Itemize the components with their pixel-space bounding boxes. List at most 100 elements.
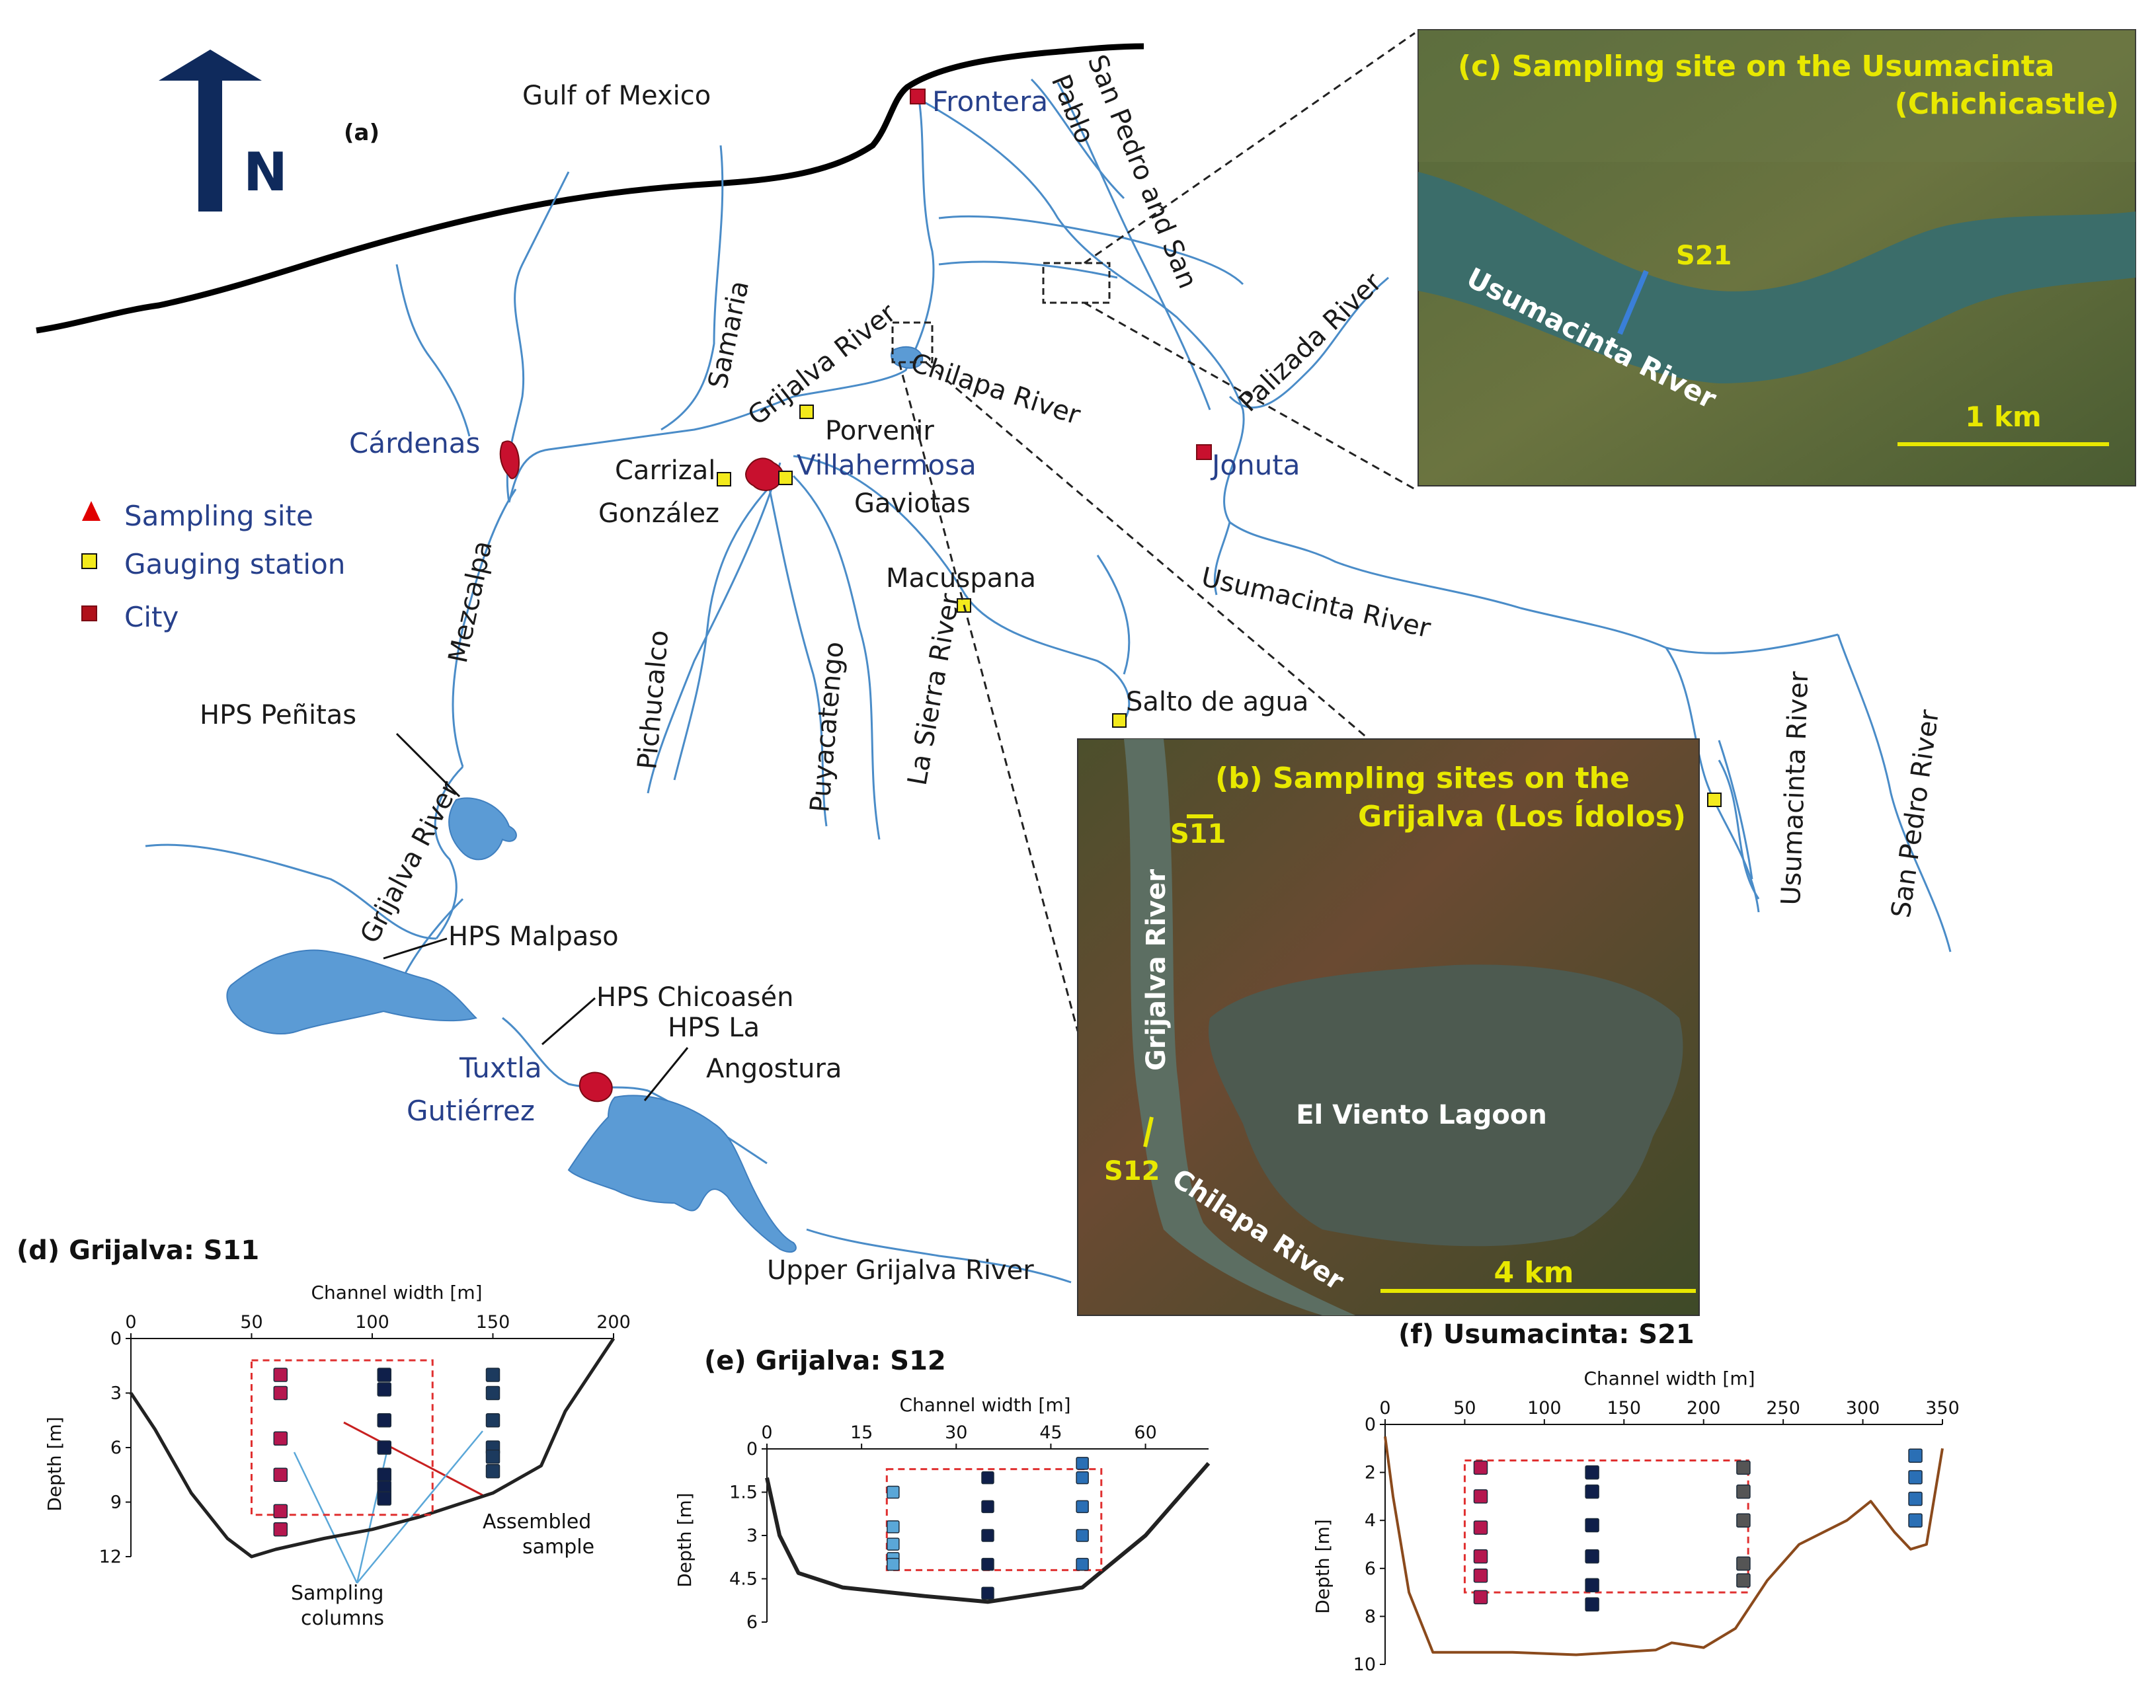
label-tuxtla-2: Gutiérrez <box>407 1095 535 1127</box>
leader-angostura <box>643 1047 689 1101</box>
chart-f-y-tick-label: 2 <box>1365 1463 1376 1483</box>
chart-d-x-tick-label: 0 <box>125 1312 136 1333</box>
leader-chicoasen <box>541 997 596 1046</box>
chart-f-sample-point-s3 <box>1736 1556 1751 1571</box>
label-palizada: Palizada River <box>1233 267 1388 418</box>
chart-d: (d) Grijalva: S11 Channel width [m] Dept… <box>17 1235 631 1630</box>
label-mezcalpa: Mezcalpa <box>443 538 499 666</box>
chart-f-sample-point-s4 <box>1908 1448 1923 1463</box>
chart-e-sample-point-s1 <box>887 1520 900 1533</box>
chart-d-sample-point-s2 <box>377 1467 391 1482</box>
inset-b: (b) Sampling sites on the Grijalva (Los … <box>1077 738 1700 1316</box>
chart-f-sample-point-s2 <box>1585 1597 1599 1611</box>
chart-f-sample-point-s3 <box>1736 1573 1751 1588</box>
chart-f-sample-point-s4 <box>1908 1513 1923 1528</box>
chart-d-y-tick-label: 12 <box>99 1547 122 1567</box>
inset-c-s21: S21 <box>1676 241 1732 271</box>
chart-d-xlabel: Channel width [m] <box>311 1282 482 1303</box>
chart-e-sample-point-s2 <box>981 1500 994 1514</box>
reservoir-malpaso <box>226 949 477 1034</box>
station-porvenir-marker <box>799 405 814 419</box>
chart-d-x-tick-label: 50 <box>240 1312 262 1333</box>
chart-d-sample-point-s1 <box>273 1385 288 1401</box>
label-tuxtla-1: Tuxtla <box>459 1052 542 1084</box>
inset-b-channel <box>1124 739 1355 1315</box>
chart-d-title: (d) Grijalva: S11 <box>17 1235 259 1266</box>
chart-f-sample-point-s2 <box>1585 1518 1599 1533</box>
chart-e-sample-point-s1 <box>887 1485 900 1499</box>
chart-d-sample-point-s3 <box>485 1385 500 1401</box>
chart-d-sample-point-s2 <box>377 1440 391 1455</box>
north-label: N <box>243 141 288 203</box>
chart-e-x-tick-label: 0 <box>761 1422 772 1443</box>
chart-d-sample-point-s1 <box>273 1504 288 1518</box>
label-gaviotas: Gaviotas <box>854 488 971 519</box>
chart-e-ylabel: Depth [m] <box>674 1493 696 1587</box>
chart-f-sample-point-s1 <box>1473 1549 1488 1564</box>
chart-f-y-tick-label: 4 <box>1365 1510 1376 1531</box>
inset-b-scale-label: 4 km <box>1494 1256 1574 1290</box>
label-carrizal: Carrizal <box>615 455 715 486</box>
label-villahermosa: Villahermosa <box>797 449 977 481</box>
chart-e-sample-point-s1 <box>887 1537 900 1551</box>
city-markers <box>499 89 1212 1103</box>
chart-e-y-tick-label: 1.5 <box>729 1483 758 1503</box>
chart-e-sample-point-s3 <box>1076 1529 1089 1542</box>
chart-f-x-tick-label: 100 <box>1527 1398 1562 1418</box>
chart-f-y-tick-label: 6 <box>1365 1559 1376 1579</box>
chart-f-xlabel: Channel width [m] <box>1583 1368 1755 1389</box>
coastline <box>36 43 1144 334</box>
station-carrizal-marker <box>717 472 731 486</box>
chart-f-sample-point-s2 <box>1585 1465 1599 1480</box>
chart-e-x-tick-label: 15 <box>850 1422 873 1443</box>
chart-e-x-tick-label: 60 <box>1134 1422 1156 1443</box>
zoom-box-c <box>1042 262 1111 304</box>
label-cardenas: Cárdenas <box>349 427 480 459</box>
chart-f-x-tick-label: 300 <box>1846 1398 1880 1418</box>
inset-b-title-2: Grijalva (Los Ídolos) <box>1358 798 1686 834</box>
legend-city: City <box>124 601 179 633</box>
chart-f: (f) Usumacinta: S21 Channel width [m] De… <box>1312 1319 1960 1675</box>
river-network <box>145 78 1952 1284</box>
label-gonzalez: González <box>598 498 719 529</box>
chart-f-y-tick-label: 0 <box>1365 1415 1376 1435</box>
inset-c-s21-transect <box>1617 270 1649 335</box>
chart-d-sample-point-s1 <box>273 1522 288 1537</box>
zoom-box-b <box>891 321 934 364</box>
label-la-sierra: La Sierra River <box>902 591 966 788</box>
chart-e-xlabel: Channel width [m] <box>899 1394 1070 1416</box>
chart-d-sample-point-s2 <box>377 1382 391 1397</box>
city-frontera-marker <box>910 89 926 104</box>
label-san-pedro: San Pedro River <box>1886 707 1945 919</box>
inset-b-s12-transect <box>1143 1116 1154 1147</box>
label-upper-grijalva: Upper Grijalva River <box>767 1255 1034 1286</box>
city-jonuta-marker <box>1196 444 1212 460</box>
chart-f-x-tick-label: 50 <box>1453 1398 1476 1418</box>
label-hps-chicoasen: HPS Chicoasén <box>596 982 793 1013</box>
chart-e: (e) Grijalva: S12 Channel width [m] Dept… <box>674 1346 1211 1633</box>
chart-f-title: (f) Usumacinta: S21 <box>1398 1319 1695 1350</box>
chart-d-annot-sampling: Sampling <box>291 1582 383 1605</box>
chart-e-sample-point-s2 <box>981 1557 994 1571</box>
label-jonuta: Jonuta <box>1210 449 1300 481</box>
connector-c-top <box>1084 32 1416 264</box>
inset-c-fields <box>1418 30 2136 162</box>
label-hps-angostura-2: Angostura <box>706 1054 842 1084</box>
chart-d-annot-assembled: Assembled <box>483 1510 591 1533</box>
chart-d-y-tick-label: 9 <box>110 1493 122 1513</box>
chart-f-sample-point-s4 <box>1908 1491 1923 1506</box>
chart-e-title: (e) Grijalva: S12 <box>704 1346 946 1376</box>
chart-d-sample-point-s3 <box>485 1464 500 1479</box>
inset-c-title-2: (Chichicastle) <box>1895 87 2119 121</box>
legend: Sampling site Gauging station City <box>81 500 345 633</box>
chart-e-sample-point-s2 <box>981 1471 994 1485</box>
connector-c-bottom <box>1084 301 1416 490</box>
chart-d-sample-point-s3 <box>485 1450 500 1464</box>
legend-gauging-station: Gauging station <box>124 548 345 580</box>
chart-f-x-tick-label: 350 <box>1925 1398 1960 1418</box>
chart-e-y-tick-label: 6 <box>746 1612 758 1633</box>
label-salto: Salto de agua <box>1126 687 1308 717</box>
chart-d-x-tick-label: 200 <box>596 1312 631 1333</box>
chart-e-y-tick-label: 4.5 <box>729 1569 758 1590</box>
